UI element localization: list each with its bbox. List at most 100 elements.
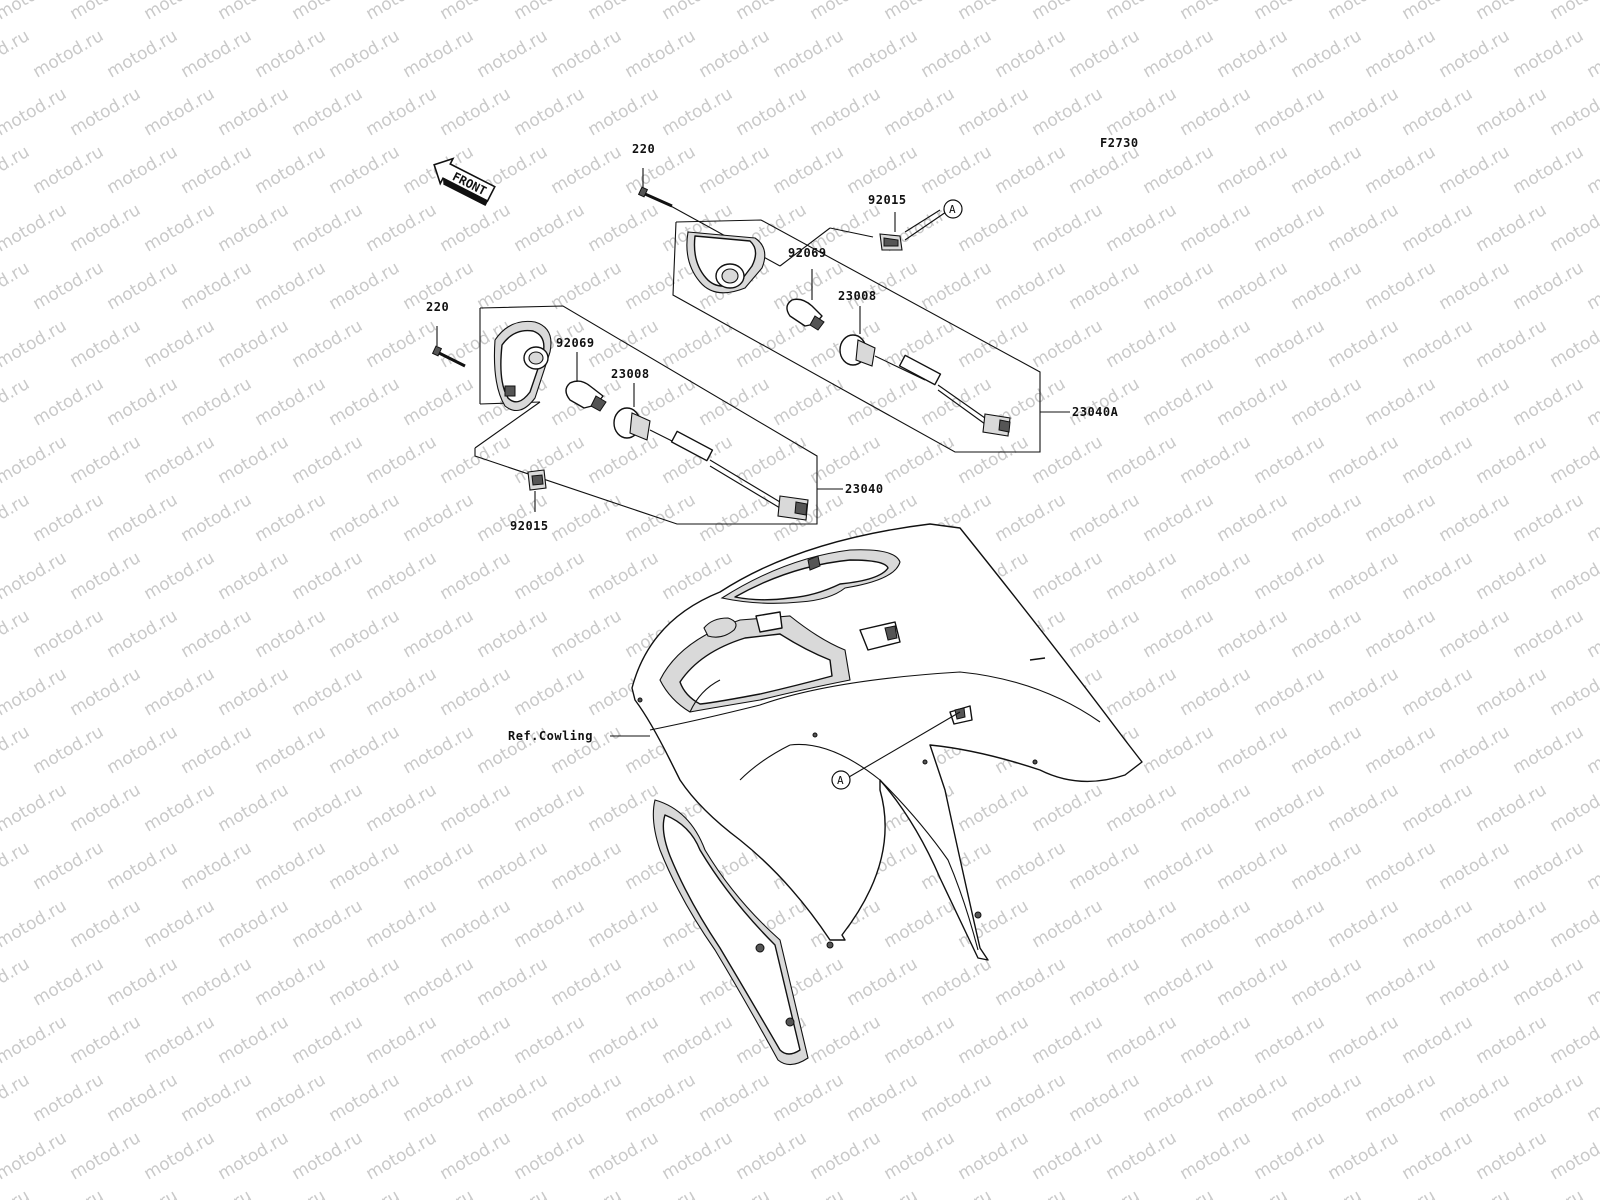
watermark-text: motod.ru [363, 548, 441, 604]
watermark-text: motod.ru [1399, 432, 1477, 488]
clip-right-icon [880, 234, 902, 250]
watermark-text: motod.ru [1066, 142, 1144, 198]
watermark-text: motod.ru [326, 606, 404, 662]
watermark-text: motod.ru [1103, 0, 1181, 24]
callout-screw-left: 220 [426, 300, 449, 314]
watermark-text: motod.ru [0, 548, 70, 604]
watermark-text: motod.ru [0, 722, 33, 778]
watermark-text: motod.ru [1177, 1012, 1255, 1068]
watermark-text: motod.ru [1214, 1070, 1292, 1126]
watermark-text: motod.ru [511, 84, 589, 140]
watermark-text: motod.ru [104, 606, 182, 662]
watermark-text: motod.ru [1325, 200, 1403, 256]
watermark-text: motod.ru [215, 200, 293, 256]
watermark-text: motod.ru [215, 548, 293, 604]
watermark-text: motod.ru [955, 0, 1033, 24]
watermark-text: motod.ru [67, 0, 145, 24]
watermark-text: motod.ru [1399, 84, 1477, 140]
watermark-text: motod.ru [400, 26, 478, 82]
watermark-text: motod.ru [733, 84, 811, 140]
watermark-text: motod.ru [1251, 0, 1329, 24]
watermark-text: motod.ru [1288, 1070, 1366, 1126]
watermark-text: motod.ru [1066, 1186, 1144, 1200]
watermark-text: motod.ru [1103, 664, 1181, 720]
watermark-text: motod.ru [696, 1070, 774, 1126]
watermark-text: motod.ru [1436, 606, 1514, 662]
watermark-text: motod.ru [992, 26, 1070, 82]
watermark-text: motod.ru [141, 896, 219, 952]
watermark-text: motod.ru [1251, 548, 1329, 604]
watermark-text: motod.ru [548, 142, 626, 198]
watermark-text: motod.ru [992, 258, 1070, 314]
watermark-text: motod.ru [67, 200, 145, 256]
watermark-text: motod.ru [844, 1186, 922, 1200]
watermark-text: motod.ru [289, 200, 367, 256]
watermark-text: motod.ru [67, 84, 145, 140]
watermark-text: motod.ru [622, 258, 700, 314]
watermark-text: motod.ru [1547, 84, 1600, 140]
watermark-text: motod.ru [918, 142, 996, 198]
watermark-text: motod.ru [1288, 374, 1366, 430]
watermark-text: motod.ru [30, 490, 108, 546]
watermark-text: motod.ru [992, 1070, 1070, 1126]
watermark-text: motod.ru [437, 200, 515, 256]
watermark-text: motod.ru [363, 0, 441, 24]
watermark-text: motod.ru [585, 316, 663, 372]
watermark-text: motod.ru [215, 316, 293, 372]
watermark-text: motod.ru [1140, 490, 1218, 546]
watermark-text: motod.ru [1325, 548, 1403, 604]
watermark-text: motod.ru [1103, 780, 1181, 836]
watermark-text: motod.ru [1473, 432, 1551, 488]
watermark-text: motod.ru [1473, 548, 1551, 604]
watermark-text: motod.ru [511, 0, 589, 24]
watermark-text: motod.ru [770, 142, 848, 198]
watermark-text: motod.ru [511, 548, 589, 604]
watermark-text: motod.ru [585, 548, 663, 604]
watermark-text: motod.ru [1214, 374, 1292, 430]
watermark-text: motod.ru [918, 1186, 996, 1200]
watermark-text: motod.ru [1436, 722, 1514, 778]
callout-socket-left: 23008 [611, 367, 650, 381]
watermark-text: motod.ru [1436, 26, 1514, 82]
watermark-text: motod.ru [585, 432, 663, 488]
watermark-text: motod.ru [807, 1012, 885, 1068]
watermark-text: motod.ru [955, 1012, 1033, 1068]
watermark-text: motod.ru [326, 1070, 404, 1126]
watermark-text: motod.ru [1251, 200, 1329, 256]
watermark-text: motod.ru [141, 664, 219, 720]
watermark-text: motod.ru [252, 954, 330, 1010]
watermark-text: motod.ru [511, 780, 589, 836]
watermark-text: motod.ru [1066, 606, 1144, 662]
watermark-text: motod.ru [1029, 896, 1107, 952]
watermark-text: motod.ru [1140, 258, 1218, 314]
watermark-text: motod.ru [733, 0, 811, 24]
watermark-text: motod.ru [1584, 606, 1600, 662]
watermark-text: motod.ru [474, 838, 552, 894]
watermark-text: motod.ru [326, 954, 404, 1010]
watermark-text: motod.ru [844, 142, 922, 198]
watermark-text: motod.ru [1251, 780, 1329, 836]
watermark-text: motod.ru [1399, 664, 1477, 720]
watermark-text: motod.ru [289, 896, 367, 952]
watermark-text: motod.ru [1066, 838, 1144, 894]
watermark-text: motod.ru [1473, 664, 1551, 720]
watermark-text: motod.ru [141, 1128, 219, 1184]
watermark-text: motod.ru [992, 838, 1070, 894]
watermark-text: motod.ru [881, 0, 959, 24]
watermark-text: motod.ru [0, 374, 33, 430]
watermark-text: motod.ru [659, 1128, 737, 1184]
watermark-text: motod.ru [1362, 490, 1440, 546]
watermark-text: motod.ru [1547, 1128, 1600, 1184]
watermark-text: motod.ru [1584, 838, 1600, 894]
watermark-text: motod.ru [30, 722, 108, 778]
watermark-text: motod.ru [622, 954, 700, 1010]
watermark-text: motod.ru [363, 84, 441, 140]
watermark-text: motod.ru [141, 780, 219, 836]
callout-bulb-right: 92069 [788, 246, 827, 260]
watermark-text: motod.ru [215, 664, 293, 720]
watermark-text: motod.ru [1288, 490, 1366, 546]
watermark-text: motod.ru [215, 1012, 293, 1068]
watermark-text: motod.ru [1103, 548, 1181, 604]
watermark-text: motod.ru [178, 954, 256, 1010]
watermark-text: motod.ru [1066, 954, 1144, 1010]
